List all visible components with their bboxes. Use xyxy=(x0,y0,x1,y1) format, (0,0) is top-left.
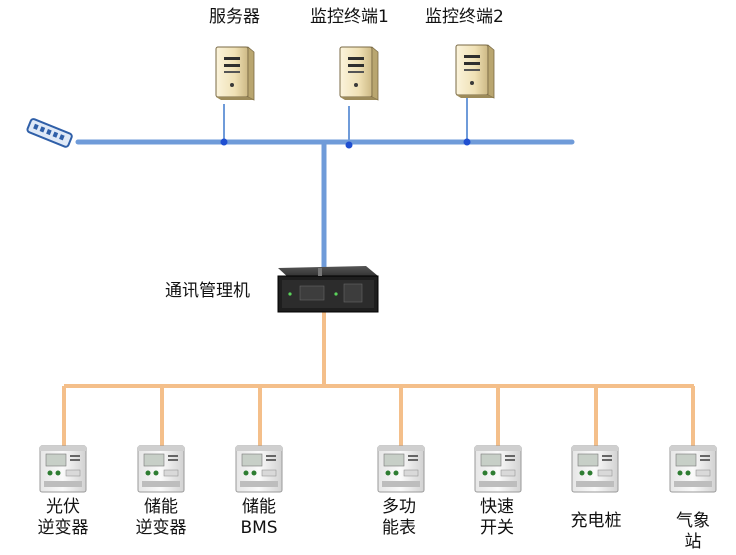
storage-bms-label: 储能 BMS xyxy=(240,497,278,538)
rack-gateway-icon xyxy=(277,266,379,313)
charging-pile-label: 充电桩 xyxy=(570,511,622,531)
charging-pile-device-icon xyxy=(571,445,619,493)
monitor-1-tower-icon xyxy=(339,46,379,101)
weather-station-device-icon xyxy=(669,445,717,493)
storage-bms-device-icon xyxy=(235,445,283,493)
device-drop-lines xyxy=(62,386,695,452)
server-join-node xyxy=(220,138,228,146)
storage-inverter-device-icon xyxy=(137,445,185,493)
fast-switch-device-icon xyxy=(474,445,522,493)
monitor-2-join-node xyxy=(463,138,471,146)
storage-inverter-label: 储能 逆变器 xyxy=(135,497,187,538)
monitor-2-label: 监控终端2 xyxy=(425,7,504,27)
weather-station-label: 气象站 xyxy=(676,511,710,552)
multifunction-meter-label: 多功 能表 xyxy=(382,497,416,538)
monitor-1-label: 监控终端1 xyxy=(310,7,389,27)
monitor-2-tower-icon xyxy=(455,44,495,99)
server-tower-icon xyxy=(215,46,255,101)
monitor-1-join-node xyxy=(345,141,353,149)
pv-inverter-label: 光伏 逆变器 xyxy=(37,497,89,538)
fast-switch-label: 快速 开关 xyxy=(480,497,514,538)
gateway-label: 通讯管理机 xyxy=(165,281,250,301)
pv-inverter-device-icon xyxy=(39,445,87,493)
multifunction-meter-device-icon xyxy=(377,445,425,493)
server-label: 服务器 xyxy=(209,7,260,27)
network-switch-icon xyxy=(26,118,73,148)
